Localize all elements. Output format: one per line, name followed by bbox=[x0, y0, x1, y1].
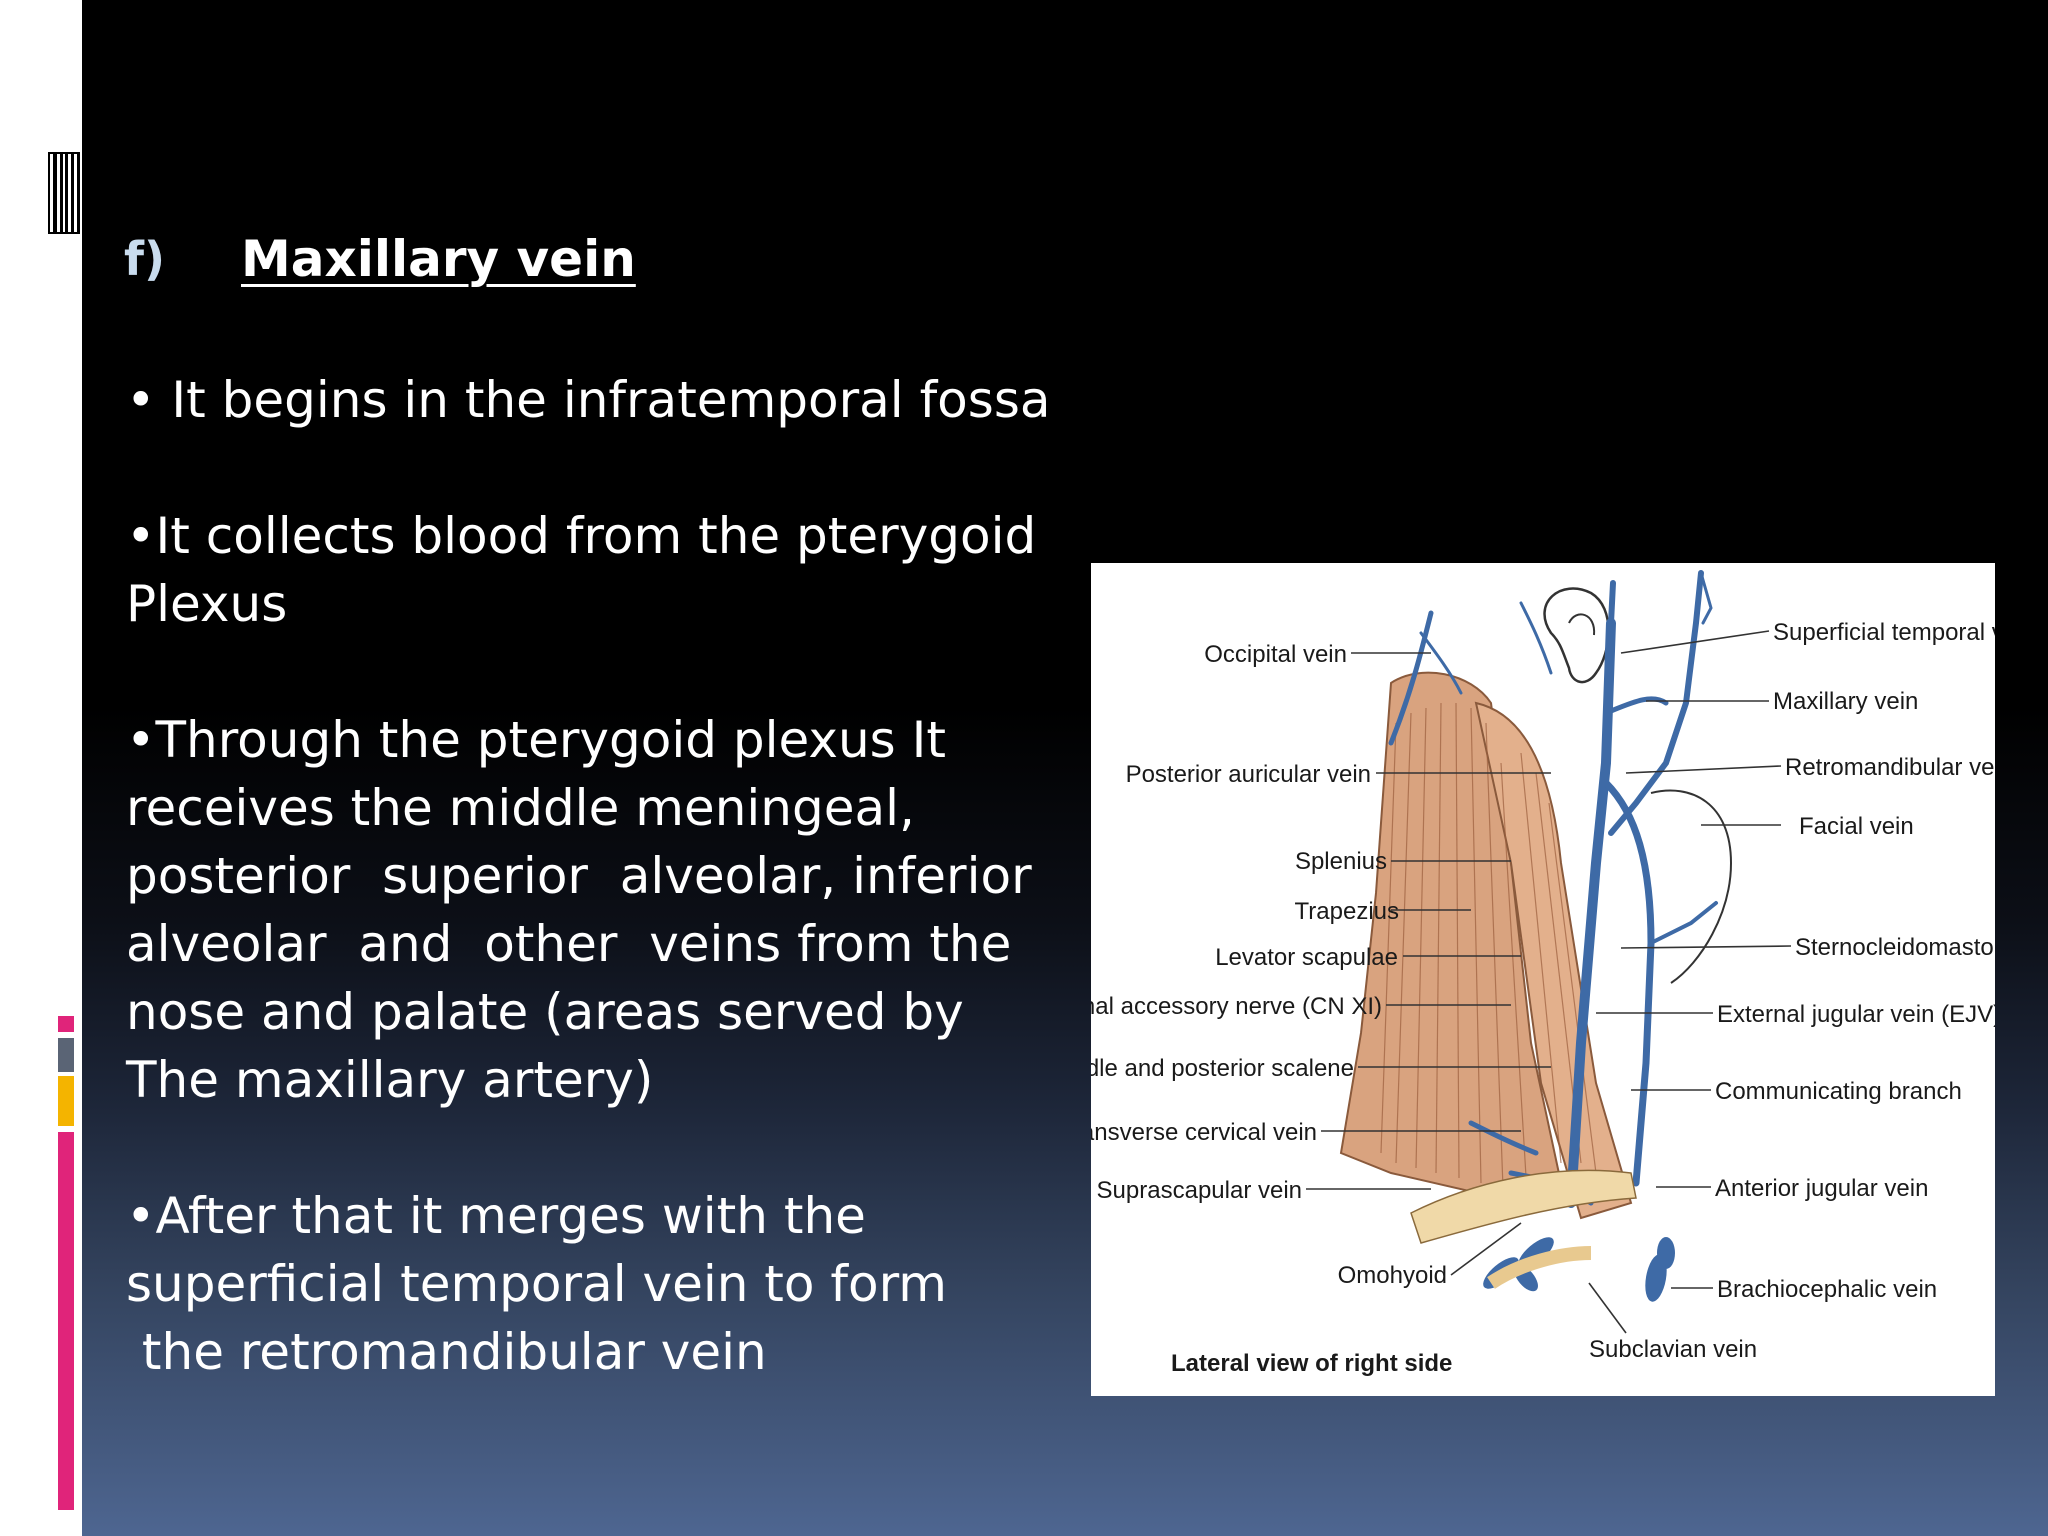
accent-bar-yellow bbox=[58, 1076, 74, 1126]
fig-label-spinal-accessory-nerve: Spinal accessory nerve (CN XI) bbox=[1091, 993, 1382, 1020]
accent-bar-pink bbox=[58, 1132, 74, 1510]
fig-label-maxillary-vein: Maxillary vein bbox=[1773, 688, 1918, 715]
fig-label-sternocleidomastoid: Sternocleidomastoid bbox=[1795, 934, 1995, 961]
fig-label-trapezius: Trapezius bbox=[1295, 898, 1399, 925]
decor-bars-top-graphic bbox=[48, 152, 80, 234]
neck-veins-figure: Occipital vein Posterior auricular vein … bbox=[1091, 563, 1995, 1396]
fig-label-facial-vein: Facial vein bbox=[1799, 813, 1914, 840]
fig-label-external-jugular-vein: External jugular vein (EJV) bbox=[1717, 1001, 1995, 1028]
fig-label-subclavian-vein: Subclavian vein bbox=[1589, 1336, 1757, 1363]
fig-label-transverse-cervical-vein: Transverse cervical vein bbox=[1091, 1119, 1317, 1146]
bullet-paragraph-4: •After that it merges with the superfici… bbox=[126, 1187, 947, 1381]
fig-label-levator-scapulae: Levator scapulae bbox=[1215, 944, 1398, 971]
fig-label-splenius: Splenius bbox=[1295, 848, 1387, 875]
figure-caption: Lateral view of right side bbox=[1171, 1350, 1452, 1377]
fig-label-middle-posterior-scalene: Middle and posterior scalene bbox=[1091, 1055, 1354, 1082]
bullet-paragraph-3: •Through the pterygoid plexus It receive… bbox=[126, 711, 1032, 1109]
neck-veins-illustration: Occipital vein Posterior auricular vein … bbox=[1091, 570, 1995, 1377]
accent-bar-grey bbox=[58, 1038, 74, 1072]
fig-label-superficial-temporal-vein: Superficial temporal vein bbox=[1773, 619, 1995, 646]
slide-title: Maxillary vein bbox=[241, 230, 636, 288]
bullet-paragraph-2: •It collects blood from the pterygoid Pl… bbox=[126, 507, 1037, 633]
fig-label-suprascapular-vein: Suprascapular vein bbox=[1097, 1177, 1302, 1204]
fig-label-retromandibular-vein: Retromandibular vein bbox=[1785, 754, 1995, 781]
bullet-paragraph-1: • It begins in the infratemporal fossa bbox=[126, 371, 1051, 429]
fig-label-anterior-jugular-vein: Anterior jugular vein bbox=[1715, 1175, 1928, 1202]
fig-label-brachiocephalic-vein: Brachiocephalic vein bbox=[1717, 1276, 1937, 1303]
list-letter: f) bbox=[124, 232, 166, 286]
fig-label-communicating-branch: Communicating branch bbox=[1715, 1078, 1962, 1105]
accent-bar-pink-top bbox=[58, 1016, 74, 1032]
fig-label-omohyoid: Omohyoid bbox=[1338, 1262, 1447, 1289]
decor-bars-top bbox=[48, 152, 80, 234]
fig-label-occipital-vein: Occipital vein bbox=[1204, 641, 1347, 668]
fig-label-posterior-auricular-vein: Posterior auricular vein bbox=[1126, 761, 1371, 788]
